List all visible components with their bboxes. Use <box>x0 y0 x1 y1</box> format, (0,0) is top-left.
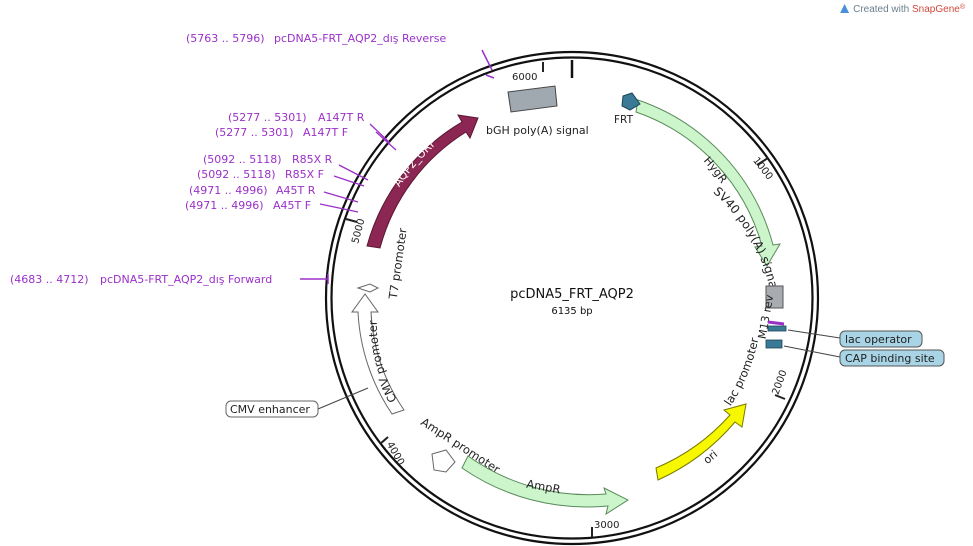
primer-7-name: pcDNA5-FRT_AQP2_dış Forward <box>100 273 272 286</box>
cap-callout <box>839 349 945 367</box>
backbone-inner <box>330 56 814 540</box>
primer-mark-a45t <box>319 191 359 213</box>
primer-6-range: (4971 .. 4996) <box>185 199 264 212</box>
lac-operator-callout <box>839 330 923 348</box>
cap-label: CAP binding site <box>845 352 935 365</box>
tick-1000 <box>756 157 769 166</box>
snapgene-logo-icon <box>840 4 850 13</box>
cmv-promoter-label: CMV promoter <box>366 320 400 405</box>
tick-label-3000: 3000 <box>594 520 619 531</box>
bgh-box <box>507 85 558 113</box>
ampr-promoter-arrow <box>431 449 456 473</box>
plasmid-size: 6135 bp <box>551 306 592 317</box>
credit-mark: ® <box>959 4 965 11</box>
primer-6-name: A45T F <box>273 199 311 212</box>
primer-3-name: R85X R <box>292 153 333 166</box>
primer-2-range: (5277 .. 5301) <box>215 126 294 139</box>
primer-5-name: A45T R <box>276 184 316 197</box>
primer-1-range: (5277 .. 5301) <box>228 111 307 124</box>
frt-label: FRT <box>614 114 634 126</box>
plasmid-name: pcDNA5_FRT_AQP2 <box>510 287 634 302</box>
credit-brand: SnapGene <box>912 4 960 15</box>
m13-label: M13 rev <box>756 293 777 340</box>
cmv-enhancer-leader <box>317 387 369 410</box>
t7-label: T7 promoter <box>386 227 410 301</box>
ampr-label: AmpR <box>525 477 561 497</box>
cap-site-box <box>765 339 783 349</box>
tick-label-6000: 6000 <box>512 72 537 83</box>
primer-7-range: (4683 .. 4712) <box>10 273 89 286</box>
tick-label-4000: 4000 <box>384 440 406 468</box>
primer-1-name: A147T R <box>318 111 365 124</box>
primer-0-name: pcDNA5-FRT_AQP2_dış Reverse <box>274 32 446 45</box>
primer-4-range: (5092 .. 5118) <box>197 168 276 181</box>
primer-2-name: A147T F <box>303 126 348 139</box>
tick-4000 <box>379 436 389 445</box>
cmv-enhancer-callout <box>225 400 319 418</box>
hygr-arrow <box>635 99 781 267</box>
primer-mark-r85x <box>333 164 369 187</box>
lac-operator-box <box>767 325 787 332</box>
aqp2-label: AQP2_ORF <box>391 136 439 189</box>
lac-promoter-label: lac promoter <box>721 336 761 408</box>
aqp2-arrow <box>366 114 479 249</box>
primer-mark-a147t <box>369 123 397 151</box>
m13-mark <box>767 320 785 326</box>
tick-5000 <box>345 218 358 223</box>
credit-prefix: Created with <box>853 4 912 15</box>
primer-3-range: (5092 .. 5118) <box>203 153 282 166</box>
snapgene-credit: Created with SnapGene® <box>840 4 965 15</box>
backbone-outer <box>324 50 820 546</box>
tick-label-1000: 1000 <box>750 155 774 182</box>
frt-arrow <box>621 92 641 111</box>
primer-group: (5763 .. 5796) pcDNA5-FRT_AQP2_dış Rever… <box>10 32 495 286</box>
cmv-enhancer-label: CMV enhancer <box>230 403 310 416</box>
sv40-box <box>765 285 784 309</box>
t7-arrow <box>356 283 380 293</box>
cap-leader <box>783 345 841 358</box>
primer-4-name: R85X F <box>285 168 324 181</box>
cmv-promoter-arrow <box>351 293 405 415</box>
primer-mark-forward <box>300 274 329 284</box>
ori-arrow <box>655 403 747 481</box>
primer-mark-reverse <box>481 49 495 79</box>
ruler-ticks <box>345 62 786 537</box>
primer-0-range: (5763 .. 5796) <box>186 32 265 45</box>
ampr-promoter-label: AmpR promoter <box>418 415 502 477</box>
ampr-arrow <box>461 455 630 516</box>
tick-label-2000: 2000 <box>771 369 790 397</box>
lac-operator-label: lac operator <box>845 333 912 346</box>
lac-operator-leader <box>787 329 841 339</box>
bgh-label: bGH poly(A) signal <box>486 124 589 137</box>
primer-5-range: (4971 .. 4996) <box>189 184 268 197</box>
tick-2000 <box>774 394 786 400</box>
